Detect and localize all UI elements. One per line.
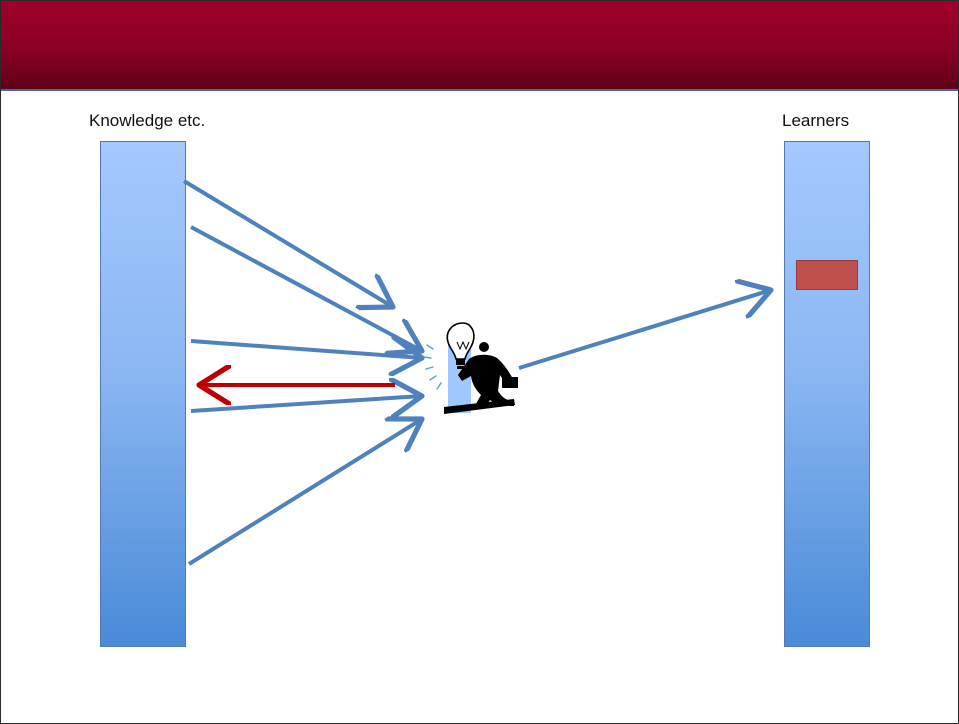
arrow-knowledge-1 (182, 179, 393, 307)
learners-column (784, 141, 870, 647)
arrow-knowledge-2 (190, 225, 422, 351)
arrow-knowledge-3 (190, 341, 422, 358)
arrow-knowledge-4 (190, 396, 422, 411)
person-with-lightbulb-icon (423, 322, 518, 414)
arrow-knowledge-5 (187, 419, 422, 566)
knowledge-column (100, 141, 186, 647)
title-bar (1, 1, 958, 91)
learner-marker (796, 260, 858, 290)
learners-label: Learners (782, 111, 850, 130)
arrow-to-learners (518, 290, 771, 370)
knowledge-label: Knowledge etc. (89, 111, 206, 130)
